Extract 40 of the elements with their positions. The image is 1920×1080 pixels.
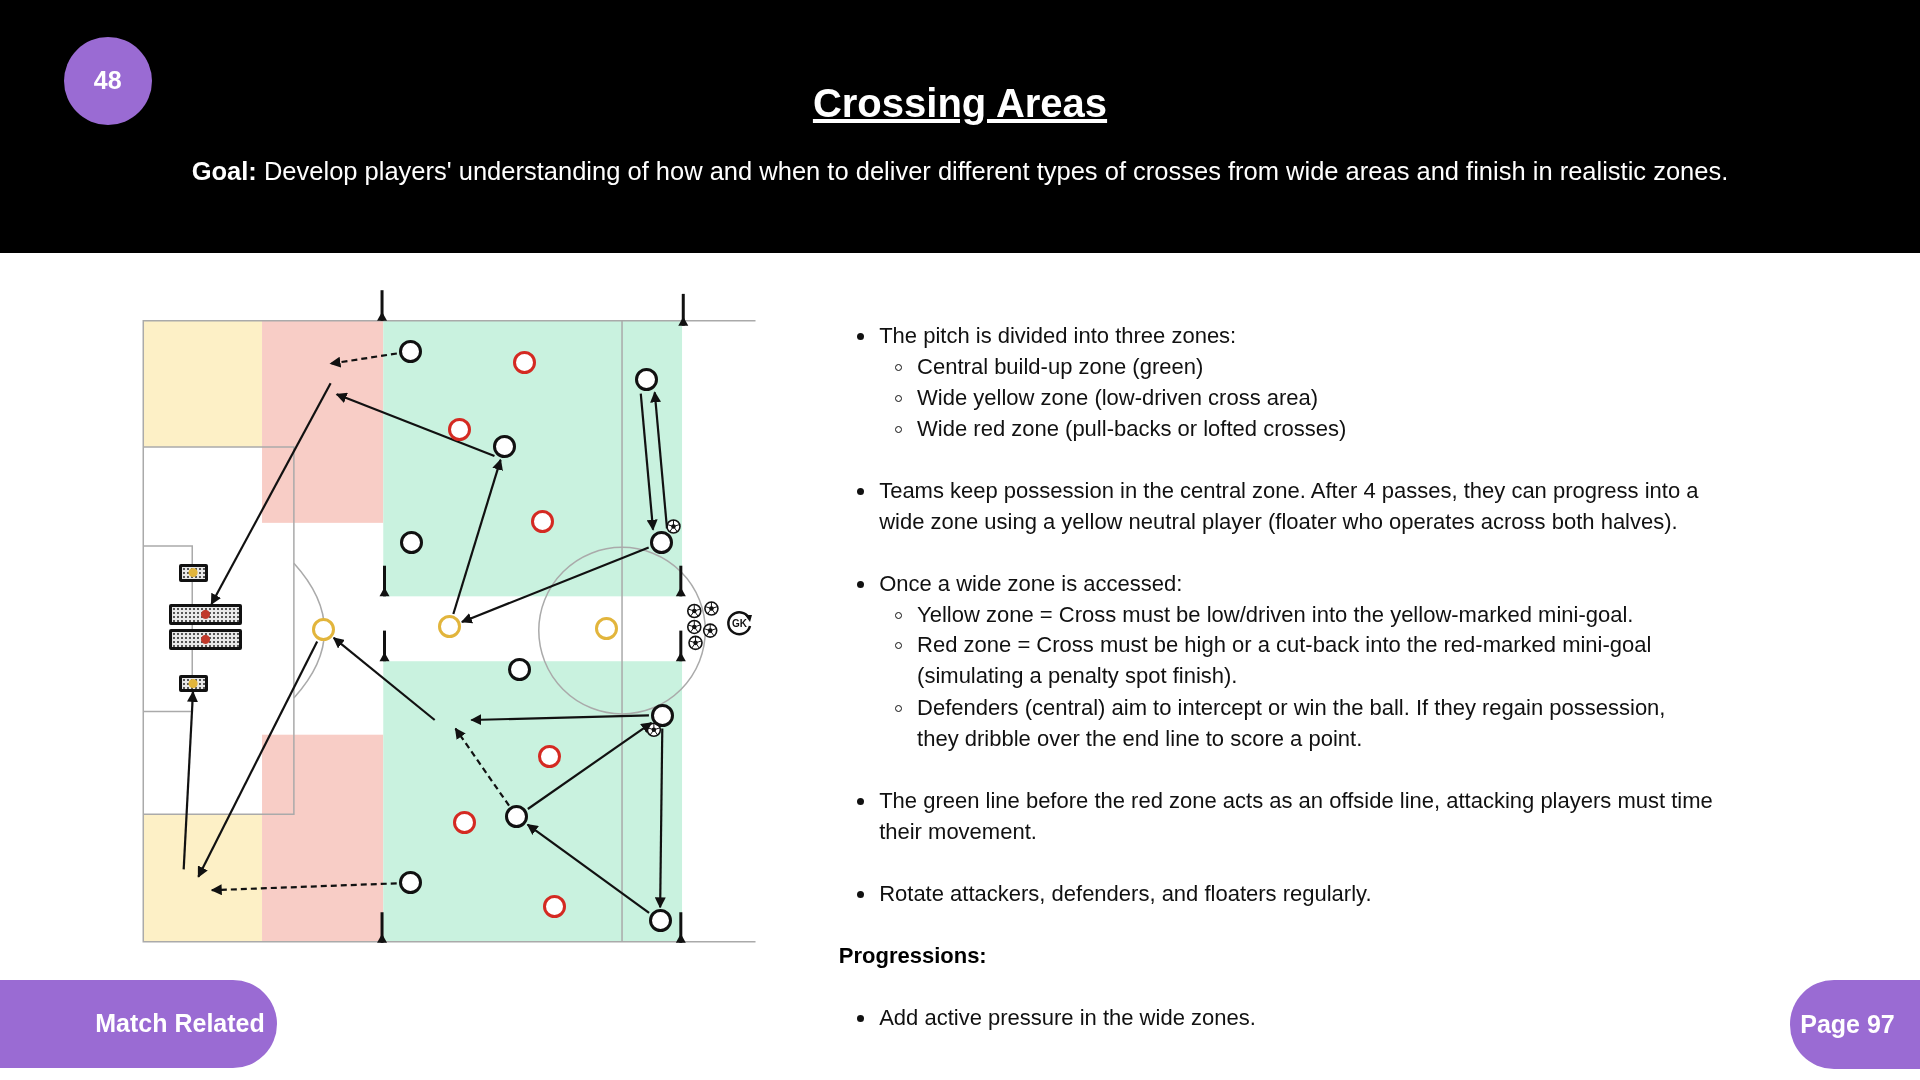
bullet-text: Yellow zone = Cross must be low/driven into the yellow-marked mini-goal. bbox=[895, 598, 1706, 630]
bullet-text: Wide red zone (pull-backs or lofted crosses) bbox=[895, 412, 1706, 444]
goal-text: Goal: Develop players' understanding of how and when to deliver different types of crosses from wide areas and finish in realistic zones. bbox=[191, 156, 1729, 185]
arrow bbox=[197, 640, 319, 878]
dashed-arrow bbox=[329, 352, 398, 368]
dashed-arrow bbox=[210, 882, 397, 896]
arrow bbox=[470, 714, 649, 726]
bullet-text: The green line before the red zone acts as an offside line, attacking players must time their movement. bbox=[857, 784, 1728, 847]
dashed-arrow bbox=[454, 727, 510, 807]
bullet-text: Rotate attackers, defenders, and floaters regularly. bbox=[857, 877, 1728, 909]
section-heading: Progressions: bbox=[838, 942, 987, 971]
bullet-text: Central build-up zone (green) bbox=[895, 351, 1706, 383]
arrow bbox=[460, 546, 650, 624]
arrow bbox=[639, 393, 658, 531]
arrow bbox=[526, 823, 650, 914]
arrow bbox=[332, 637, 436, 721]
player-marker bbox=[594, 616, 618, 640]
bullet-text: Red zone = Cross must be high or a cut-back into the red-marked mini-goal (simulating a penalty spot finish). bbox=[895, 629, 1706, 692]
player-marker bbox=[311, 617, 335, 641]
bullet-text: Wide yellow zone (low-driven cross area) bbox=[895, 382, 1706, 414]
mini-goal bbox=[168, 628, 243, 650]
player-marker bbox=[437, 615, 461, 639]
bullet-text: Teams keep possession in the central zone. After 4 passes, they can progress into a wide zone using a yellow neutral player (floater who operates across both halves). bbox=[857, 475, 1728, 538]
mini-goal bbox=[179, 564, 208, 582]
arrow bbox=[452, 458, 503, 615]
bullet-text: Add active pressure in the wide zones. bbox=[857, 1001, 1728, 1033]
arrow bbox=[210, 382, 332, 606]
bullet-text: Once a wide zone is accessed: bbox=[857, 568, 1728, 600]
arrow bbox=[527, 721, 653, 810]
arrow bbox=[335, 392, 495, 457]
mini-goal bbox=[179, 674, 208, 692]
arrow bbox=[654, 728, 666, 909]
title: Crossing Areas bbox=[812, 80, 1108, 125]
page-number-tab: Page 97 bbox=[1790, 979, 1920, 1069]
mini-goal bbox=[168, 604, 243, 626]
arrow bbox=[650, 391, 669, 529]
section-tab: Match Related bbox=[0, 979, 277, 1068]
arrow bbox=[182, 690, 198, 870]
bullet-text: The pitch is divided into three zones: bbox=[857, 319, 1728, 351]
bullet-text: Defenders (central) aim to intercept or win the ball. If they regain possession, they dribble over the end line to score a point. bbox=[895, 691, 1706, 754]
